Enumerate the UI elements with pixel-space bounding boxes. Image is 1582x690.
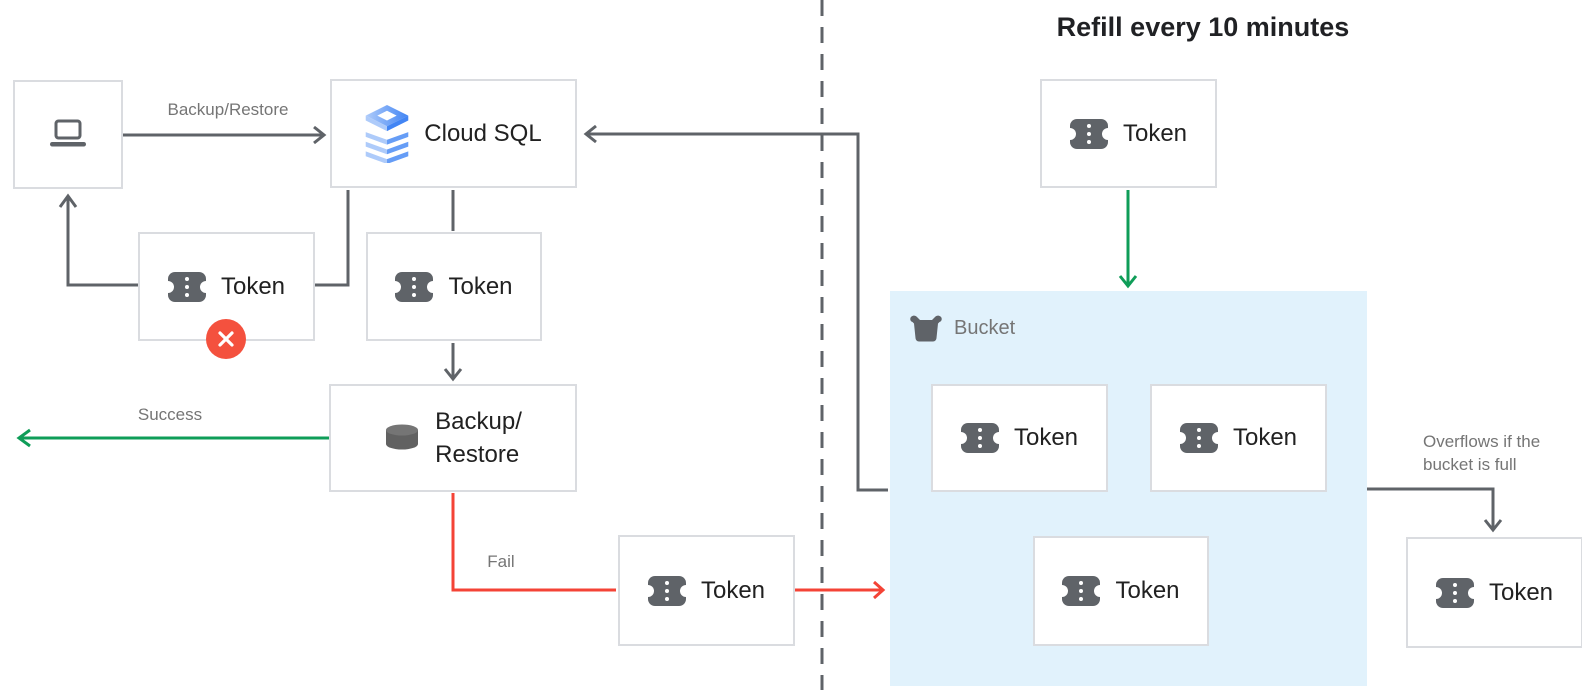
token-node-fail: Token — [618, 535, 795, 646]
bucket-label: Bucket — [954, 316, 1016, 339]
database-icon — [386, 424, 419, 450]
backup-restore-node: Backup/ Restore — [329, 384, 577, 492]
token-label: Token — [1115, 577, 1180, 604]
token-label: Token — [1232, 424, 1298, 451]
cloud-sql-icon — [366, 104, 409, 163]
backup-label-line2: Restore — [435, 441, 520, 468]
edge-label-success: Success — [137, 405, 203, 424]
rejected-badge — [206, 319, 246, 359]
bucket-header: Bucket — [908, 313, 1015, 343]
backup-label-line1: Backup/ — [435, 408, 522, 435]
diagram-title: Refill every 10 minutes — [1056, 12, 1350, 42]
edge-rejected-token-to-client — [58, 193, 138, 287]
edge-bucket-to-cloudsql — [583, 124, 888, 492]
token-icon — [389, 271, 440, 302]
edge-client-to-cloudsql — [123, 125, 327, 145]
token-node-request: Token — [366, 232, 542, 341]
token-icon — [1056, 576, 1107, 606]
token-node-bucket-2: Token — [1150, 384, 1327, 492]
edge-label-fail: Fail — [487, 552, 515, 571]
edge-bucket-overflow — [1367, 487, 1503, 533]
edge-fail-token-to-bucket — [795, 580, 886, 600]
token-icon — [1063, 118, 1114, 149]
backup-restore-label: Backup/ Restore — [435, 405, 522, 471]
token-node-refill: Token — [1040, 79, 1217, 188]
token-label: Token — [1013, 424, 1079, 451]
token-label: Token — [448, 272, 513, 300]
edge-label-overflow-line2: bucket is full — [1423, 455, 1517, 474]
token-icon — [954, 423, 1005, 453]
cloud-sql-node: Cloud SQL — [330, 79, 577, 188]
edge-label-backup-restore: Backup/Restore — [167, 100, 289, 119]
edge-label-overflow: Overflows if the bucket is full — [1423, 430, 1540, 476]
edge-refill-to-bucket — [1118, 190, 1138, 289]
token-node-bucket-1: Token — [931, 384, 1108, 492]
token-icon — [1173, 423, 1224, 453]
bucket-icon — [910, 315, 942, 342]
token-node-bucket-3: Token — [1033, 536, 1209, 646]
edge-token-to-backup — [443, 343, 463, 382]
x-icon — [218, 331, 234, 347]
token-label: Token — [220, 272, 286, 300]
edge-fail — [451, 493, 616, 592]
edge-rejected-token-to-cloudsql — [315, 190, 350, 287]
token-icon — [1429, 577, 1480, 608]
token-label: Token — [700, 576, 766, 604]
edge-label-overflow-line1: Overflows if the — [1423, 432, 1541, 451]
edge-success — [16, 428, 329, 448]
client-node — [13, 80, 123, 189]
cloud-sql-label: Cloud SQL — [424, 119, 542, 147]
token-label: Token — [1122, 119, 1188, 147]
token-icon — [161, 271, 212, 302]
token-node-overflow: Token — [1406, 537, 1582, 648]
token-label: Token — [1488, 578, 1554, 606]
token-icon — [641, 575, 692, 606]
token-node-rejected: Token — [138, 232, 315, 341]
laptop-icon — [50, 119, 86, 146]
